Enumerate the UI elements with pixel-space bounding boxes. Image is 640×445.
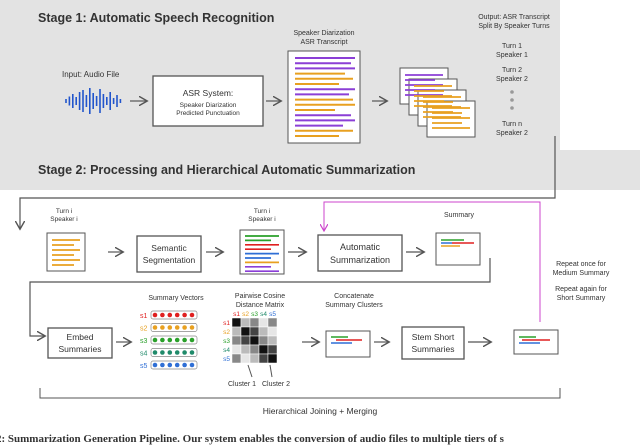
repeat-loop bbox=[324, 201, 541, 322]
svg-text:s2: s2 bbox=[242, 311, 249, 318]
diarized-document bbox=[287, 50, 361, 144]
turn2-label: Turn 2 bbox=[502, 67, 522, 74]
stage2-title: Stage 2: Processing and Hierarchical Aut… bbox=[38, 163, 415, 177]
stem-line1: Stem Short bbox=[412, 332, 455, 342]
turn1-speaker: Speaker 1 bbox=[496, 52, 528, 59]
svg-text:s3: s3 bbox=[251, 311, 258, 318]
seg-turn-label2: Speaker i bbox=[248, 216, 275, 223]
embed-line1: Embed bbox=[67, 332, 94, 342]
summary-vectors: s1 s2 s3 s4 s5 bbox=[140, 310, 198, 370]
output-line1: Output: ASR Transcript bbox=[478, 14, 550, 21]
repeat1-line2: Medium Summary bbox=[553, 270, 610, 277]
summary-document bbox=[435, 232, 481, 266]
asr-line1: Speaker Diarization bbox=[180, 102, 237, 109]
svg-text:s1: s1 bbox=[233, 311, 240, 318]
stem-line2: Summaries bbox=[412, 344, 455, 354]
semantic-segmentation-box bbox=[136, 235, 202, 273]
svg-text:s4: s4 bbox=[260, 311, 267, 318]
figure-caption: 2: Summarization Generation Pipeline. Ou… bbox=[0, 433, 505, 445]
asr-title: ASR System: bbox=[183, 88, 234, 98]
summary-vectors-label: Summary Vectors bbox=[148, 295, 204, 302]
turn-i-label2: Speaker i bbox=[50, 216, 77, 223]
waveform-icon bbox=[65, 88, 122, 114]
semantic-line1: Semantic bbox=[151, 243, 187, 253]
input-label: Input: Audio File bbox=[62, 70, 120, 79]
embed-line2: Summaries bbox=[59, 344, 102, 354]
diarized-line1: Speaker Diarization bbox=[293, 30, 354, 37]
turnn-speaker: Speaker 2 bbox=[496, 130, 528, 137]
matrix-line2: Distance Matrix bbox=[236, 302, 285, 309]
stage1-title: Stage 1: Automatic Speech Recognition bbox=[38, 11, 274, 25]
svg-text:s5: s5 bbox=[269, 311, 276, 318]
diarized-line2: ASR Transcript bbox=[300, 39, 347, 46]
asr-line2: Predicted Punctuation bbox=[176, 110, 240, 117]
stage2-header-panel bbox=[0, 150, 640, 190]
turn2-speaker: Speaker 2 bbox=[496, 76, 528, 83]
output-line2: Split By Speaker Turns bbox=[478, 23, 550, 30]
svg-text:s5: s5 bbox=[223, 356, 230, 363]
svg-text:s2: s2 bbox=[223, 329, 230, 336]
seg-turn-label1: Turn i bbox=[254, 208, 270, 215]
matrix-line1: Pairwise Cosine bbox=[235, 293, 285, 300]
joining-label: Hierarchical Joining + Merging bbox=[263, 406, 378, 416]
svg-text:s3: s3 bbox=[140, 338, 148, 345]
svg-text:s4: s4 bbox=[140, 351, 148, 358]
concat-line1: Concatenate bbox=[334, 293, 374, 300]
autosum-line2: Summarization bbox=[330, 255, 390, 265]
concat-document bbox=[325, 330, 371, 358]
automatic-summarization-box bbox=[317, 234, 403, 272]
final-summary-document bbox=[513, 329, 559, 355]
repeat2-line1: Repeat again for bbox=[555, 286, 607, 293]
svg-text:s1: s1 bbox=[223, 320, 230, 327]
joining-bracket bbox=[39, 388, 561, 399]
turnn-label: Turn n bbox=[502, 121, 522, 128]
stage-connector bbox=[20, 136, 556, 228]
asr-system-box bbox=[152, 75, 264, 127]
autosum-line1: Automatic bbox=[340, 242, 381, 252]
turn-documents bbox=[399, 67, 476, 138]
embed-summaries-box bbox=[47, 327, 113, 359]
turn-i-label1: Turn i bbox=[56, 208, 72, 215]
repeat2-line2: Short Summary bbox=[557, 295, 606, 302]
summary-label: Summary bbox=[444, 212, 474, 219]
svg-text:s5: s5 bbox=[140, 363, 148, 370]
turn1-label: Turn 1 bbox=[502, 43, 522, 50]
svg-text:s4: s4 bbox=[223, 347, 230, 354]
svg-text:s2: s2 bbox=[140, 326, 148, 333]
svg-text:s1: s1 bbox=[140, 313, 148, 320]
svg-text:s3: s3 bbox=[223, 338, 230, 345]
cluster2-label: Cluster 2 bbox=[262, 381, 290, 388]
diarized-lines bbox=[295, 57, 355, 137]
stem-short-summaries-box bbox=[401, 326, 465, 360]
concat-line2: Summary Clusters bbox=[325, 302, 383, 309]
semantic-line2: Segmentation bbox=[143, 255, 196, 265]
cluster1-label: Cluster 1 bbox=[228, 381, 256, 388]
repeat1-line1: Repeat once for bbox=[556, 261, 606, 268]
